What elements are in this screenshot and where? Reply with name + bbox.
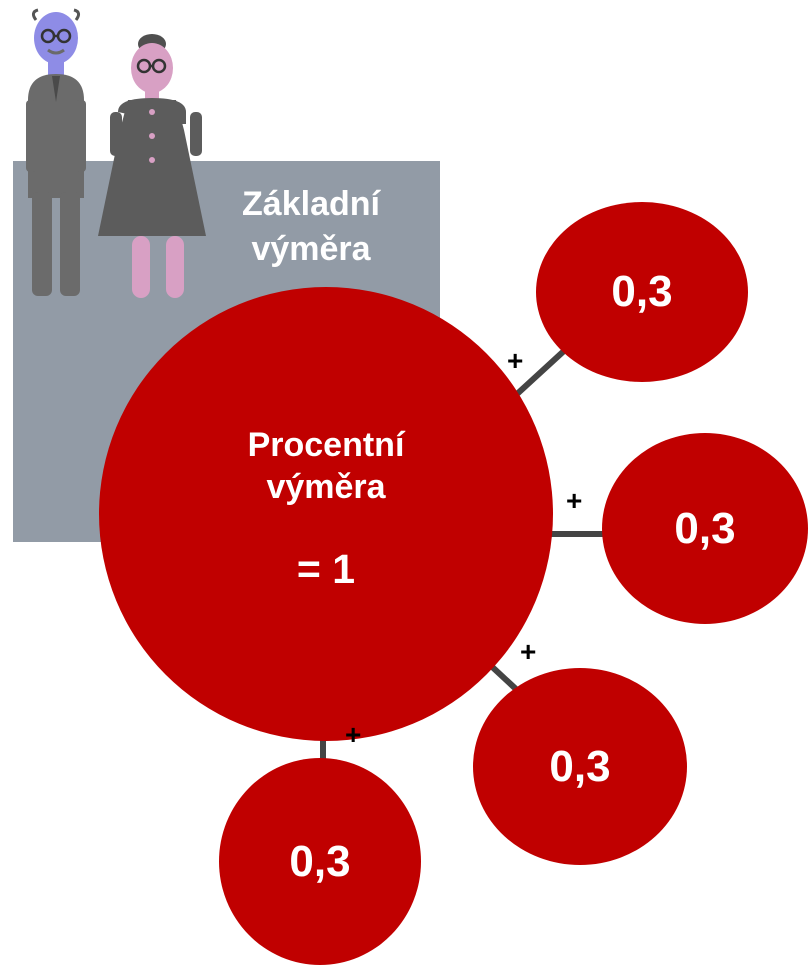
plus-sign-4: + (345, 719, 362, 750)
increment-circle-2: 0,3 (602, 433, 808, 624)
increment-value-2: 0,3 (674, 503, 736, 553)
plus-sign-3: + (520, 636, 537, 667)
increment-value-4: 0,3 (289, 836, 351, 886)
increment-value-1: 0,3 (611, 267, 673, 316)
percentage-amount-title-line1: Procentní (247, 426, 405, 464)
percentage-amount-value: = 1 (296, 546, 356, 592)
base-amount-label-line1: Základní (242, 185, 380, 223)
base-amount-label-line2: výměra (251, 230, 371, 268)
percentage-amount-title: Procentní výměra (248, 424, 405, 508)
increment-circle-4: 0,3 (219, 758, 421, 965)
increment-circle-1: 0,3 (536, 202, 748, 382)
percentage-amount-circle: Procentní výměra = 1 (99, 287, 553, 741)
base-amount-label: Základní výměra (196, 182, 426, 272)
plus-sign-1: + (507, 345, 524, 376)
increment-circle-3: 0,3 (473, 668, 687, 865)
increment-value-3: 0,3 (549, 741, 611, 791)
old-man-figure (26, 8, 86, 296)
percentage-amount-title-line2: výměra (266, 468, 386, 506)
old-woman-figure (98, 34, 206, 298)
plus-sign-2: + (566, 485, 583, 516)
